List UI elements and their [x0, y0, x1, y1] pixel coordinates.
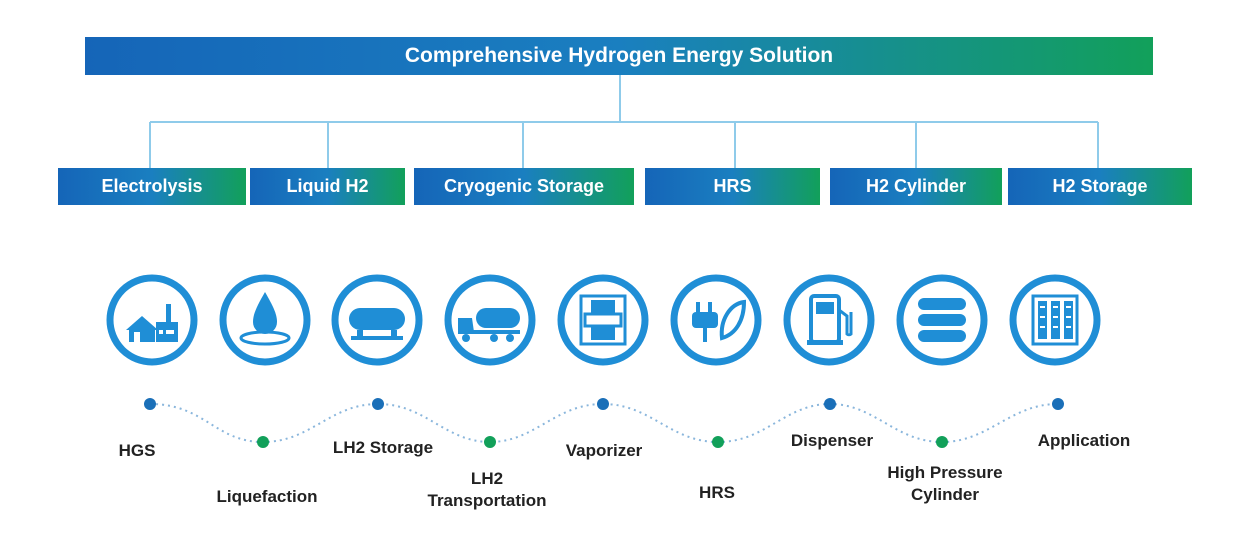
step-lh2-transportation: LH2 Transportation [427, 468, 546, 512]
solution-title-banner: Comprehensive Hydrogen Energy Solution [85, 37, 1153, 75]
water-drop-icon [219, 274, 311, 366]
step-label-line: Transportation [427, 491, 547, 510]
step-label-line: LH2 [470, 469, 504, 488]
step-hrs: HRS [699, 483, 735, 502]
step-lh2-storage: LH2 Storage [332, 438, 434, 457]
cylinder-stack-icon [896, 274, 988, 366]
step-liquefaction: Liquefaction [216, 487, 318, 506]
step-label-line: High Pressure [887, 463, 1003, 482]
category-cryogenic-storage: Cryogenic Storage [414, 168, 634, 205]
tanker-truck-icon [444, 274, 536, 366]
storage-tank-icon [331, 274, 423, 366]
category-label: Electrolysis [101, 176, 203, 196]
plug-leaf-icon [670, 274, 762, 366]
category-label: Cryogenic Storage [443, 176, 605, 196]
step-hgs: HGS [118, 441, 156, 460]
cylinder-rack-icon [1009, 274, 1101, 366]
fuel-dispenser-icon [783, 274, 875, 366]
step-dispenser: Dispenser [790, 431, 874, 450]
category-hrs: HRS [645, 168, 820, 205]
category-label: H2 Storage [1052, 176, 1148, 196]
category-electrolysis: Electrolysis [58, 168, 246, 205]
category-h2-storage: H2 Storage [1008, 168, 1192, 205]
solution-title: Comprehensive Hydrogen Energy Solution [404, 44, 834, 67]
step-high-pressure-cylinder: High Pressure Cylinder [887, 462, 1002, 506]
category-h2-cylinder: H2 Cylinder [830, 168, 1002, 205]
category-label: H2 Cylinder [865, 176, 967, 196]
factory-icon [106, 274, 198, 366]
step-vaporizer: Vaporizer [565, 441, 643, 460]
category-label: Liquid H2 [286, 176, 369, 196]
vaporizer-icon [557, 274, 649, 366]
category-liquid-h2: Liquid H2 [250, 168, 405, 205]
step-dots [144, 398, 1064, 448]
step-application: Application [1037, 431, 1131, 450]
step-label-line: Cylinder [910, 485, 980, 504]
category-label: HRS [713, 176, 752, 196]
